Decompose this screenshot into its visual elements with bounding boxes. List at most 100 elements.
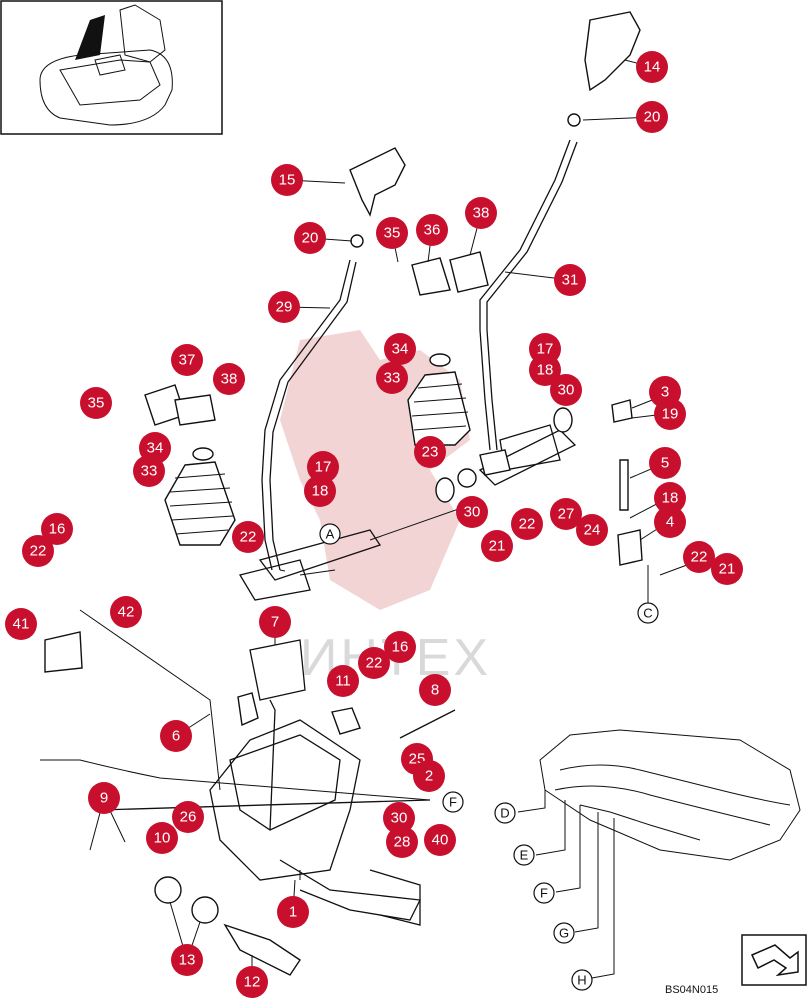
view-letter: D [494,802,516,824]
svg-text:10: 10 [154,830,171,847]
svg-text:31: 31 [562,272,579,289]
part-badge: 7 [259,606,291,638]
svg-text:30: 30 [464,504,481,521]
svg-text:35: 35 [88,395,105,412]
svg-text:35: 35 [384,225,401,242]
svg-text:4: 4 [666,514,674,531]
inset-box [0,0,223,135]
part-badge: 30 [383,802,415,834]
lever-rods [261,11,641,571]
part-badge: 4 [654,506,686,538]
svg-text:14: 14 [644,59,661,76]
svg-text:21: 21 [489,538,506,555]
part-badge: 11 [327,665,359,697]
view-letter: F [533,882,555,904]
svg-text:F: F [540,886,548,901]
svg-text:F: F [449,795,457,810]
svg-text:12: 12 [244,974,261,991]
svg-text:36: 36 [424,222,441,239]
svg-text:16: 16 [392,639,409,656]
direction-arrow-icon [741,934,807,986]
svg-text:5: 5 [661,455,669,472]
svg-text:26: 26 [180,809,197,826]
svg-text:D: D [500,806,509,821]
part-badge: 38 [213,363,245,395]
part-badge: 31 [554,264,586,296]
part-badge: 30 [456,496,488,528]
view-letter: F [442,791,464,813]
svg-text:17: 17 [315,459,332,476]
view-letter: G [553,922,575,944]
part-badge: 33 [133,455,165,487]
svg-text:22: 22 [691,549,708,566]
svg-text:38: 38 [221,371,238,388]
diagram-code: BS04N015 [665,984,718,996]
part-badge: 35 [80,387,112,419]
svg-text:28: 28 [394,834,411,851]
part-badge: 8 [419,674,451,706]
svg-text:34: 34 [392,341,409,358]
svg-text:6: 6 [172,728,180,745]
part-badge: 22 [232,521,264,553]
view-letter: E [513,844,535,866]
part-badge: 18 [529,354,561,386]
part-badge: 16 [41,513,73,545]
part-badge: 5 [649,447,681,479]
svg-text:27: 27 [558,506,575,523]
svg-text:18: 18 [312,483,329,500]
svg-text:7: 7 [271,614,279,631]
frame-lines [40,424,577,926]
svg-text:A: A [326,527,335,542]
svg-text:15: 15 [279,172,296,189]
part-badge: 22 [683,541,715,573]
control-valve-block [517,729,801,979]
part-badge: 15 [271,164,303,196]
svg-text:G: G [559,926,569,941]
part-badge: 34 [384,333,416,365]
part-badge: 27 [550,498,582,530]
part-badge: 37 [171,344,203,376]
view-letter: H [571,969,593,991]
svg-text:37: 37 [179,352,196,369]
svg-text:20: 20 [644,109,661,126]
part-badge: 12 [236,966,268,998]
part-badge: 21 [481,530,513,562]
part-badge: 35 [376,217,408,249]
part-badge: 17 [307,451,339,483]
part-badge: 33 [376,362,408,394]
part-badge: 20 [294,222,326,254]
svg-text:33: 33 [384,370,401,387]
part-badge: 18 [654,482,686,514]
boots-and-parts [44,251,643,976]
part-badge: 42 [110,596,142,628]
part-badge: 18 [304,475,336,507]
part-badge: 41 [5,608,37,640]
svg-text:24: 24 [584,522,601,539]
svg-text:30: 30 [391,810,408,827]
svg-text:C: C [643,606,652,621]
svg-text:29: 29 [276,299,293,316]
part-badge: 9 [88,782,120,814]
part-badge: 1 [277,896,309,928]
view-letter: A [319,523,341,545]
svg-text:42: 42 [118,604,135,621]
svg-text:23: 23 [422,444,439,461]
svg-text:20: 20 [302,230,319,247]
svg-text:16: 16 [49,521,66,538]
view-letter-markers: A C F D E F G H [319,523,659,991]
part-badge: 29 [268,291,300,323]
svg-text:17: 17 [537,341,554,358]
svg-text:9: 9 [100,790,108,807]
svg-text:18: 18 [537,362,554,379]
part-badge: 21 [711,553,743,585]
svg-text:3: 3 [661,384,669,401]
part-badge: 40 [424,824,456,856]
svg-text:30: 30 [558,382,575,399]
part-badge: 38 [465,197,497,229]
part-badge: 13 [171,944,203,976]
view-letter: C [637,602,659,624]
svg-text:34: 34 [147,440,164,457]
part-badge: 22 [22,535,54,567]
part-badges: 14 20 15 20 35 36 38 31 29 34 17 18 33 3… [5,51,743,998]
